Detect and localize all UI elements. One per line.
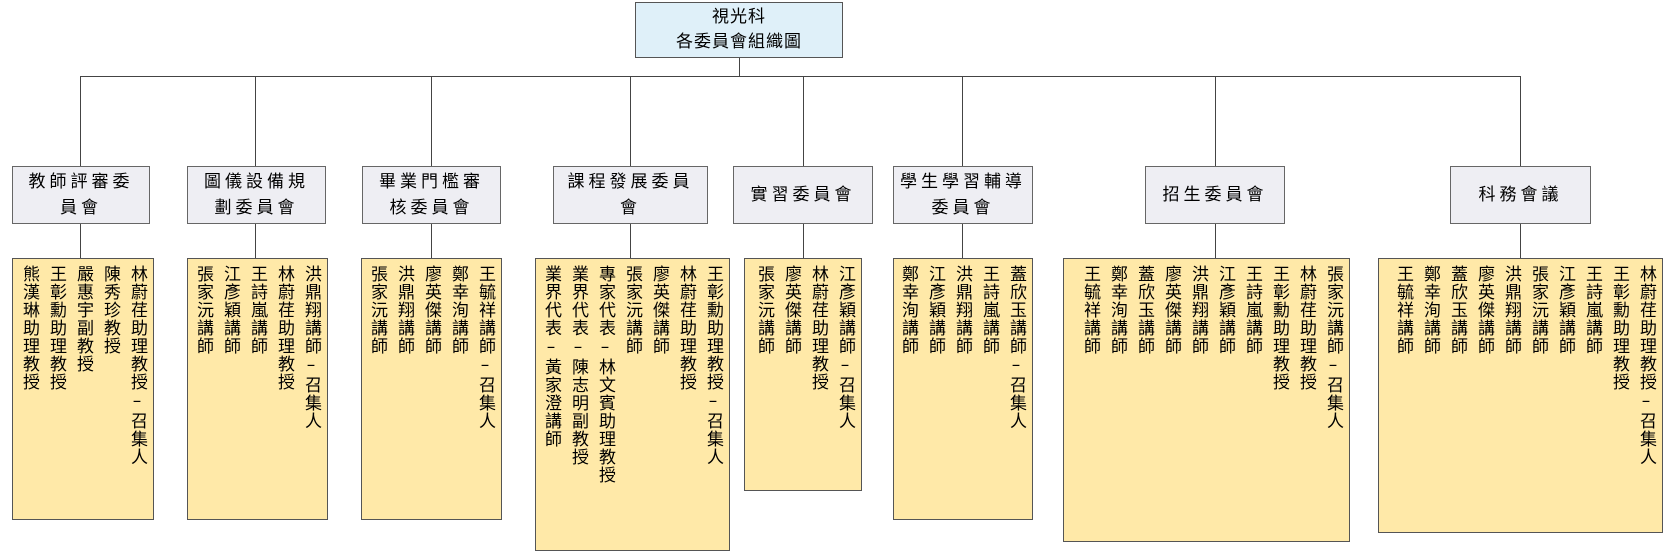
member-entry: 張家沅講師–召集人: [1323, 265, 1343, 430]
member-connector: [255, 224, 256, 258]
member-entry: 蓋欣玉講師: [1134, 265, 1154, 355]
member-entry: 陳秀珍教授: [100, 265, 120, 355]
member-entry: 林蔚荏助理教授–召集人: [1636, 265, 1656, 466]
member-entry: 王詩嵐講師: [979, 265, 999, 355]
member-entry: 林蔚荏助理教授–召集人: [127, 265, 147, 466]
member-entry: 洪鼎翔講師: [952, 265, 972, 355]
member-entry: 鄭幸洵講師: [898, 265, 918, 355]
root-title-line1: 視光科: [712, 7, 766, 27]
member-entry: 洪鼎翔講師: [394, 265, 414, 355]
members-graduation-threshold: 王毓祥講師–召集人 鄭幸洵講師 廖英傑講師 洪鼎翔講師 張家沅講師: [361, 258, 502, 520]
member-connector: [803, 224, 804, 258]
member-entry: 張家沅講師: [367, 265, 387, 355]
member-connector: [1520, 224, 1521, 258]
member-entry: 王詩嵐講師: [1582, 265, 1602, 355]
member-entry: 廖英傑講師: [1161, 265, 1181, 355]
member-connector: [962, 224, 963, 258]
member-entry: 廖英傑講師: [421, 265, 441, 355]
member-entry: 洪鼎翔講師–召集人: [301, 265, 321, 430]
connector-drop: [803, 76, 804, 166]
connector-drop: [630, 76, 631, 166]
member-entry: 業界代表–黃家澄講師: [541, 265, 561, 448]
members-department-affairs: 林蔚荏助理教授–召集人 王彰勳助理教授 王詩嵐講師 江彥穎講師 張家沅講師 洪鼎…: [1378, 258, 1663, 533]
committee-internship: 實習委員會: [733, 166, 873, 224]
member-connector: [431, 224, 432, 258]
member-entry: 嚴惠宇副教授: [73, 265, 93, 373]
committee-student-counseling: 學生學習輔導委員會: [893, 166, 1033, 224]
member-entry: 張家沅講師: [193, 265, 213, 355]
member-entry: 熊漢琳助理教授: [19, 265, 39, 391]
members-teacher-review: 林蔚荏助理教授–召集人 陳秀珍教授 嚴惠宇副教授 王彰勳助理教授 熊漢琳助理教授: [12, 258, 154, 520]
member-entry: 林蔚荏助理教授: [1296, 265, 1316, 391]
member-entry: 鄭幸洵講師: [1420, 265, 1440, 355]
member-entry: 江彥穎講師–召集人: [835, 265, 855, 430]
member-entry: 鄭幸洵講師: [1107, 265, 1127, 355]
member-entry: 江彥穎講師: [220, 265, 240, 355]
member-entry: 王彰勳助理教授–召集人: [703, 265, 723, 466]
member-entry: 業界代表–陳志明副教授: [568, 265, 588, 466]
member-connector: [80, 224, 81, 258]
member-entry: 王詩嵐講師: [1242, 265, 1262, 355]
horizontal-bus: [80, 76, 1216, 77]
member-entry: 洪鼎翔講師: [1188, 265, 1208, 355]
org-chart-root: 視光科 各委員會組織圖: [635, 2, 843, 58]
member-connector: [1215, 224, 1216, 258]
member-entry: 林蔚荏助理教授: [808, 265, 828, 391]
bus-to-affairs-meeting: [1215, 76, 1520, 77]
members-curriculum-development: 王彰勳助理教授–召集人 林蔚荏助理教授 廖英傑講師 張家沅講師 專家代表–林文賓…: [535, 258, 730, 551]
connector-drop: [255, 76, 256, 166]
member-entry: 江彥穎講師: [1555, 265, 1575, 355]
committee-curriculum-development: 課程發展委員會: [553, 166, 708, 224]
members-equipment-planning: 洪鼎翔講師–召集人 林蔚荏助理教授 王詩嵐講師 江彥穎講師 張家沅講師: [187, 258, 328, 520]
members-admissions: 張家沅講師–召集人 林蔚荏助理教授 王彰勳助理教授 王詩嵐講師 江彥穎講師 洪鼎…: [1063, 258, 1350, 542]
member-entry: 鄭幸洵講師: [448, 265, 468, 355]
member-entry: 江彥穎講師: [1215, 265, 1235, 355]
member-entry: 王彰勳助理教授: [1269, 265, 1289, 391]
connector-drop: [962, 76, 963, 166]
committee-department-affairs: 科務會議: [1450, 166, 1591, 224]
member-entry: 洪鼎翔講師: [1501, 265, 1521, 355]
members-internship: 江彥穎講師–召集人 林蔚荏助理教授 廖英傑講師 張家沅講師: [744, 258, 862, 491]
member-entry: 王彰勳助理教授: [46, 265, 66, 391]
members-student-counseling: 蓋欣玉講師–召集人 王詩嵐講師 洪鼎翔講師 江彥穎講師 鄭幸洵講師: [893, 258, 1033, 520]
member-entry: 張家沅講師: [622, 265, 642, 355]
member-connector: [630, 224, 631, 258]
member-entry: 江彥穎講師: [925, 265, 945, 355]
committee-graduation-threshold: 畢業門檻審核委員會: [362, 166, 501, 224]
member-entry: 專家代表–林文賓助理教授: [595, 265, 615, 484]
member-entry: 廖英傑講師: [781, 265, 801, 355]
connector-drop: [80, 76, 81, 166]
member-entry: 王毓祥講師: [1393, 265, 1413, 355]
root-stem: [739, 58, 740, 76]
member-entry: 林蔚荏助理教授: [274, 265, 294, 391]
committee-teacher-review: 教師評審委員會: [12, 166, 150, 224]
member-entry: 張家沅講師: [754, 265, 774, 355]
member-entry: 王毓祥講師: [1080, 265, 1100, 355]
member-entry: 林蔚荏助理教授: [676, 265, 696, 391]
committee-admissions: 招生委員會: [1145, 166, 1285, 224]
member-entry: 蓋欣玉講師: [1447, 265, 1467, 355]
member-entry: 王詩嵐講師: [247, 265, 267, 355]
connector-drop: [1520, 76, 1521, 166]
member-entry: 廖英傑講師: [649, 265, 669, 355]
member-entry: 王毓祥講師–召集人: [475, 265, 495, 430]
member-entry: 廖英傑講師: [1474, 265, 1494, 355]
committee-equipment-planning: 圖儀設備規劃委員會: [187, 166, 326, 224]
member-entry: 蓋欣玉講師–召集人: [1006, 265, 1026, 430]
connector-drop: [431, 76, 432, 166]
member-entry: 王彰勳助理教授: [1609, 265, 1629, 391]
root-title-line2: 各委員會組織圖: [676, 32, 802, 52]
member-entry: 張家沅講師: [1528, 265, 1548, 355]
connector-drop: [1215, 76, 1216, 166]
